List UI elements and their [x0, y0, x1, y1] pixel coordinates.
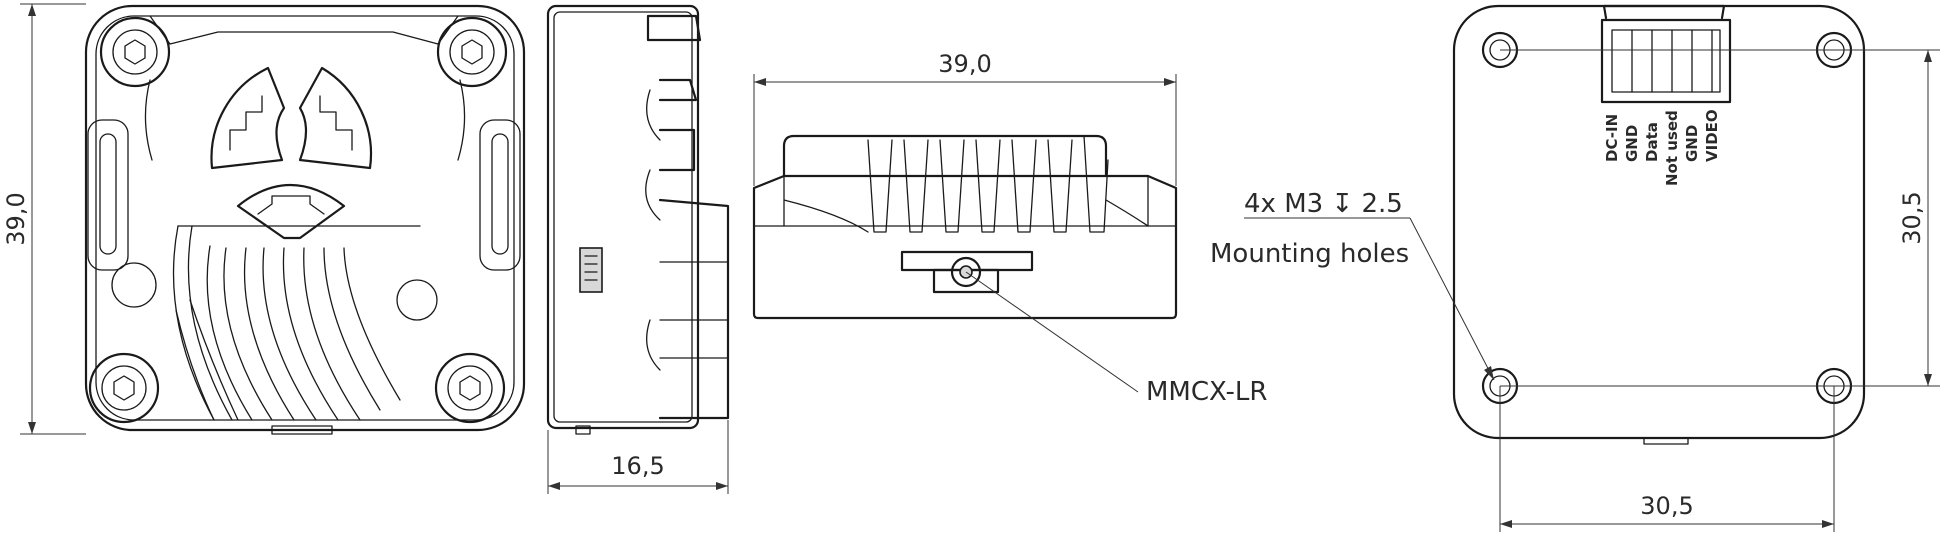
rear-vertical-dimension: 30,5: [1898, 191, 1926, 244]
front-view: 39,0: [2, 3, 526, 435]
pin-label: Not used: [1663, 110, 1681, 186]
rear-view: DC-IN GND Data Not used GND VIDEO 30,5: [1210, 4, 1940, 532]
pin-label: VIDEO: [1703, 109, 1721, 162]
top-width-dimension: 39,0: [938, 50, 991, 78]
mmcx-label: MMCX-LR: [1146, 377, 1267, 407]
pin-label: Data: [1643, 122, 1661, 162]
pin-label: GND: [1683, 125, 1701, 162]
holes-desc-label: Mounting holes: [1210, 239, 1409, 269]
pin-label: DC-IN: [1603, 114, 1621, 162]
front-screw-br: [434, 352, 506, 424]
front-height-dimension: 39,0: [2, 192, 30, 245]
side-depth-dimension: 16,5: [611, 452, 664, 480]
connector-pin-labels: DC-IN GND Data Not used GND VIDEO: [1603, 109, 1721, 186]
top-view: 39,0 MMCX-LR: [752, 50, 1267, 407]
front-screw-tr: [436, 16, 508, 88]
rear-horizontal-dimension: 30,5: [1640, 492, 1693, 520]
holes-spec-label: 4x M3 ↧ 2.5: [1244, 189, 1403, 219]
pin-label: GND: [1623, 125, 1641, 162]
front-screw-tl: [99, 16, 171, 88]
front-screw-bl: [88, 352, 160, 424]
side-view: 16,5: [546, 4, 730, 494]
